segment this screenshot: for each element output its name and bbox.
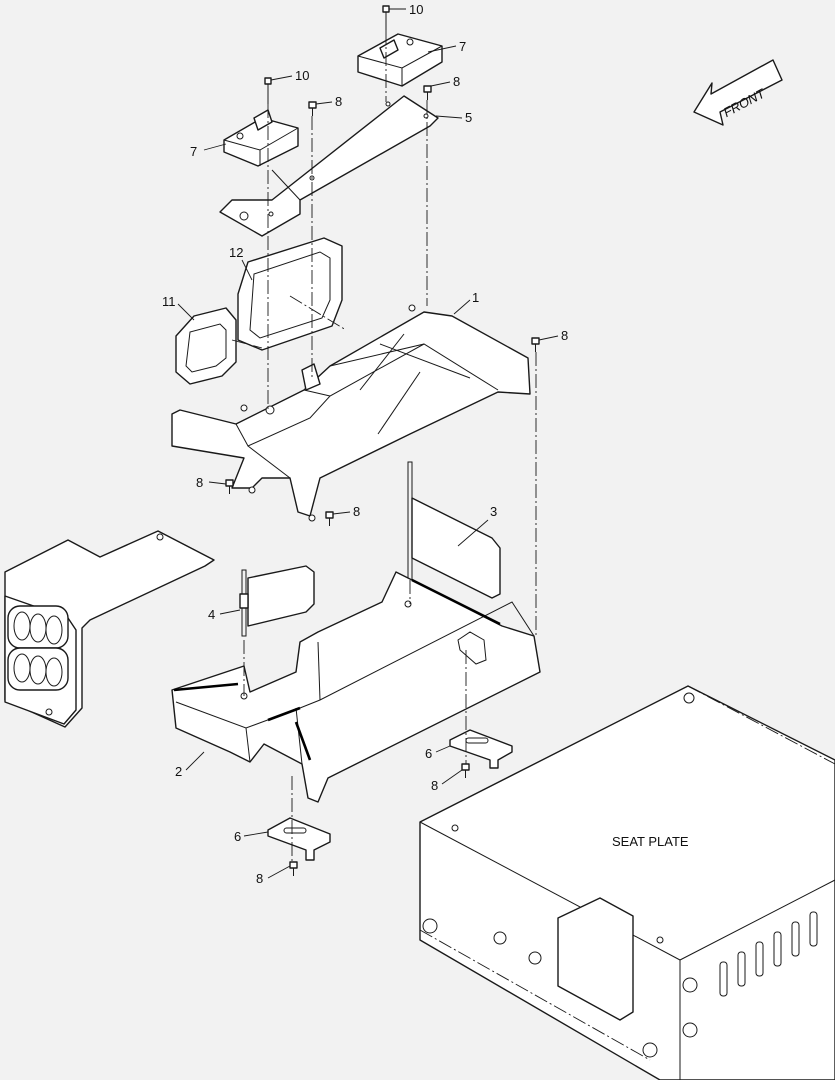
seat-plate: SEAT PLATE	[419, 685, 835, 1080]
part-6-bracket-upper	[449, 729, 513, 769]
callout-8: 8	[353, 504, 360, 519]
callout-11: 11	[162, 294, 176, 309]
callout-8: 8	[335, 94, 342, 109]
part-4-damper	[239, 565, 315, 637]
part-12-seal	[237, 237, 343, 351]
callout-7: 7	[190, 144, 197, 159]
callout-10: 10	[409, 2, 423, 17]
callout-4: 4	[208, 607, 215, 622]
screw-8-c	[531, 337, 540, 352]
part-6-bracket-lower	[267, 817, 331, 861]
part-11-seal	[175, 307, 237, 385]
callouts: 10 7 8 5 10 8 7 12 11 1 8 8 8 3 4 2 6 8 …	[162, 2, 568, 886]
part-5-bracket	[219, 95, 439, 237]
callout-5: 5	[465, 110, 472, 125]
callout-1: 1	[472, 290, 479, 305]
seat-plate-label: SEAT PLATE	[612, 834, 689, 849]
callout-8: 8	[453, 74, 460, 89]
leader-lines	[177, 8, 559, 879]
callout-8: 8	[256, 871, 263, 886]
front-arrow: FRONT	[693, 59, 783, 126]
part-3-damper	[407, 461, 501, 599]
callout-12: 12	[229, 245, 243, 260]
part-7-block-upper	[357, 33, 443, 87]
part-1-upper-duct	[171, 304, 531, 522]
bolt-10-upper	[382, 5, 390, 30]
callout-8: 8	[431, 778, 438, 793]
assembly-axes	[231, 30, 537, 862]
screw-8-b	[308, 101, 317, 116]
callout-7: 7	[459, 39, 466, 54]
part-7-block-lower	[223, 109, 299, 167]
screw-8-a	[423, 85, 432, 100]
callout-2: 2	[175, 764, 182, 779]
callout-6: 6	[234, 829, 241, 844]
screw-8-g	[289, 861, 298, 876]
callout-8: 8	[196, 475, 203, 490]
side-control-panel	[4, 530, 215, 728]
fasteners	[225, 5, 540, 876]
seat-plate-vents	[719, 911, 818, 997]
bolt-10-lower	[264, 77, 272, 104]
screw-8-e	[325, 511, 334, 526]
callout-3: 3	[490, 504, 497, 519]
screw-8-d	[225, 479, 234, 494]
callout-10: 10	[295, 68, 309, 83]
part-2-lower-duct	[171, 571, 541, 803]
screw-8-f	[461, 763, 470, 778]
callout-8: 8	[561, 328, 568, 343]
callout-6: 6	[425, 746, 432, 761]
